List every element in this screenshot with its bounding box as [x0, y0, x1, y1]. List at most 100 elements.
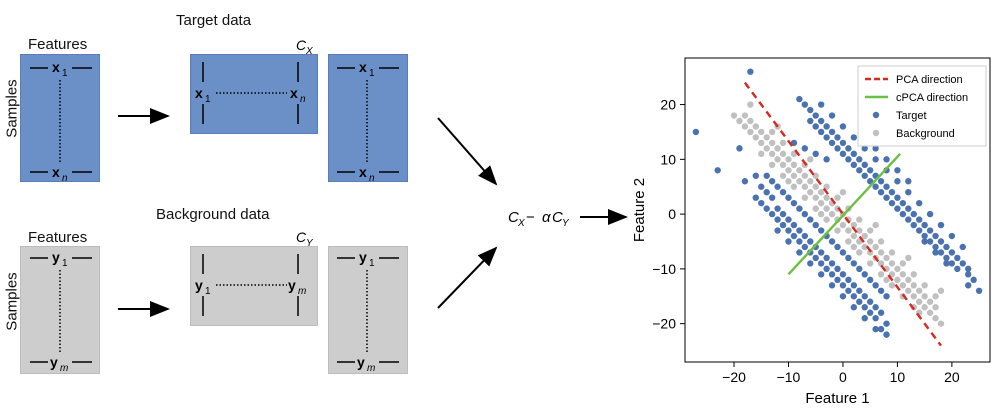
- target-point: [812, 221, 819, 229]
- target-point: [965, 265, 972, 273]
- background-point: [741, 123, 749, 130]
- svg-text:x: x: [195, 85, 203, 101]
- background-data-matrix-copy: [328, 246, 408, 374]
- background-point: [807, 178, 814, 185]
- svg-text:1: 1: [205, 94, 211, 105]
- target-top-row-var: x: [52, 59, 60, 75]
- target-point: [866, 309, 874, 316]
- background-point: [872, 243, 879, 251]
- background-covariance-matrix: [190, 246, 318, 326]
- background-point: [888, 260, 896, 267]
- target-point: [943, 254, 950, 262]
- target-point: [872, 325, 879, 333]
- background-point: [812, 183, 819, 190]
- background-point: [807, 156, 814, 163]
- plot-frame: [684, 57, 991, 363]
- background-point: [768, 139, 776, 147]
- target-point: [937, 249, 945, 256]
- y-tick-label: 0: [668, 206, 676, 222]
- background-point: [758, 128, 765, 136]
- target-point: [861, 161, 868, 169]
- target-point: [883, 194, 890, 201]
- target-point: [921, 232, 928, 240]
- target-point: [807, 216, 814, 223]
- background-point: [801, 172, 809, 179]
- target-top-row-sub: 1: [62, 68, 68, 79]
- target-point: [894, 194, 901, 201]
- target-point: [856, 287, 863, 294]
- svg-text:y: y: [288, 277, 296, 293]
- background-point: [883, 254, 890, 262]
- target-point: [910, 210, 917, 218]
- target-point: [796, 249, 803, 256]
- target-point: [828, 238, 836, 245]
- target-point: [812, 123, 819, 130]
- target-point: [861, 314, 868, 322]
- svg-text:C: C: [508, 209, 519, 226]
- legend-label: cPCA direction: [896, 92, 968, 104]
- cpca-direction-line: [787, 153, 902, 276]
- target-point: [861, 293, 868, 300]
- target-point: [899, 199, 907, 207]
- target-point: [839, 271, 847, 278]
- svg-text:C: C: [552, 209, 563, 226]
- target-cov-lines: [202, 62, 299, 124]
- background-point: [774, 156, 781, 163]
- target-point: [954, 254, 961, 262]
- x-tick-label: −10: [777, 369, 801, 385]
- target-point: [872, 183, 879, 190]
- target-bottom-row-var: x: [52, 164, 60, 180]
- y-tick-label: 20: [660, 97, 676, 113]
- svg-text:Y: Y: [306, 238, 314, 249]
- target-point: [910, 221, 917, 229]
- target-point: [839, 123, 847, 130]
- target-data-matrix-copy: [328, 54, 408, 182]
- target-point: [883, 293, 890, 300]
- target-point: [943, 260, 950, 267]
- target-point: [763, 205, 770, 212]
- target-point: [877, 287, 885, 294]
- target-point: [915, 199, 923, 207]
- target-point: [817, 260, 825, 267]
- background-point: [768, 150, 776, 158]
- background-point: [747, 117, 754, 125]
- target-point: [845, 254, 852, 262]
- svg-text:y: y: [195, 277, 203, 293]
- target-point: [747, 68, 754, 75]
- arrow-background-to-combine: [437, 246, 498, 309]
- target-point: [796, 227, 803, 234]
- svg-text:1: 1: [205, 286, 211, 297]
- target-point: [888, 199, 896, 207]
- background-point: [905, 287, 912, 294]
- target-data-title: Target data: [176, 12, 252, 29]
- target-point: [790, 199, 798, 207]
- target-covariance-matrix: [190, 54, 318, 134]
- target-point: [926, 227, 934, 234]
- background-point: [877, 271, 885, 278]
- background-point: [747, 101, 754, 108]
- background-point: [834, 194, 841, 201]
- background-point: [937, 287, 945, 294]
- background-point: [839, 188, 847, 196]
- background-point: [796, 167, 803, 174]
- legend-label: PCA direction: [896, 74, 963, 86]
- svg-text:x: x: [359, 59, 367, 75]
- arrow-target-to-combine: [437, 117, 498, 186]
- x-tick-label: 10: [890, 369, 906, 385]
- svg-text:1: 1: [369, 258, 375, 269]
- target-point: [768, 178, 776, 185]
- target-point: [943, 243, 950, 251]
- x-tick-label: 0: [839, 369, 847, 385]
- svg-text:X: X: [517, 218, 525, 229]
- target-point: [785, 194, 792, 201]
- target-point: [736, 145, 743, 152]
- target-point: [883, 331, 890, 338]
- background-point: [899, 282, 907, 289]
- background-point: [839, 221, 847, 229]
- background-point: [845, 227, 852, 234]
- background-point: [850, 221, 858, 229]
- background-point: [932, 304, 939, 311]
- target-point: [932, 232, 939, 240]
- target-point: [905, 216, 912, 223]
